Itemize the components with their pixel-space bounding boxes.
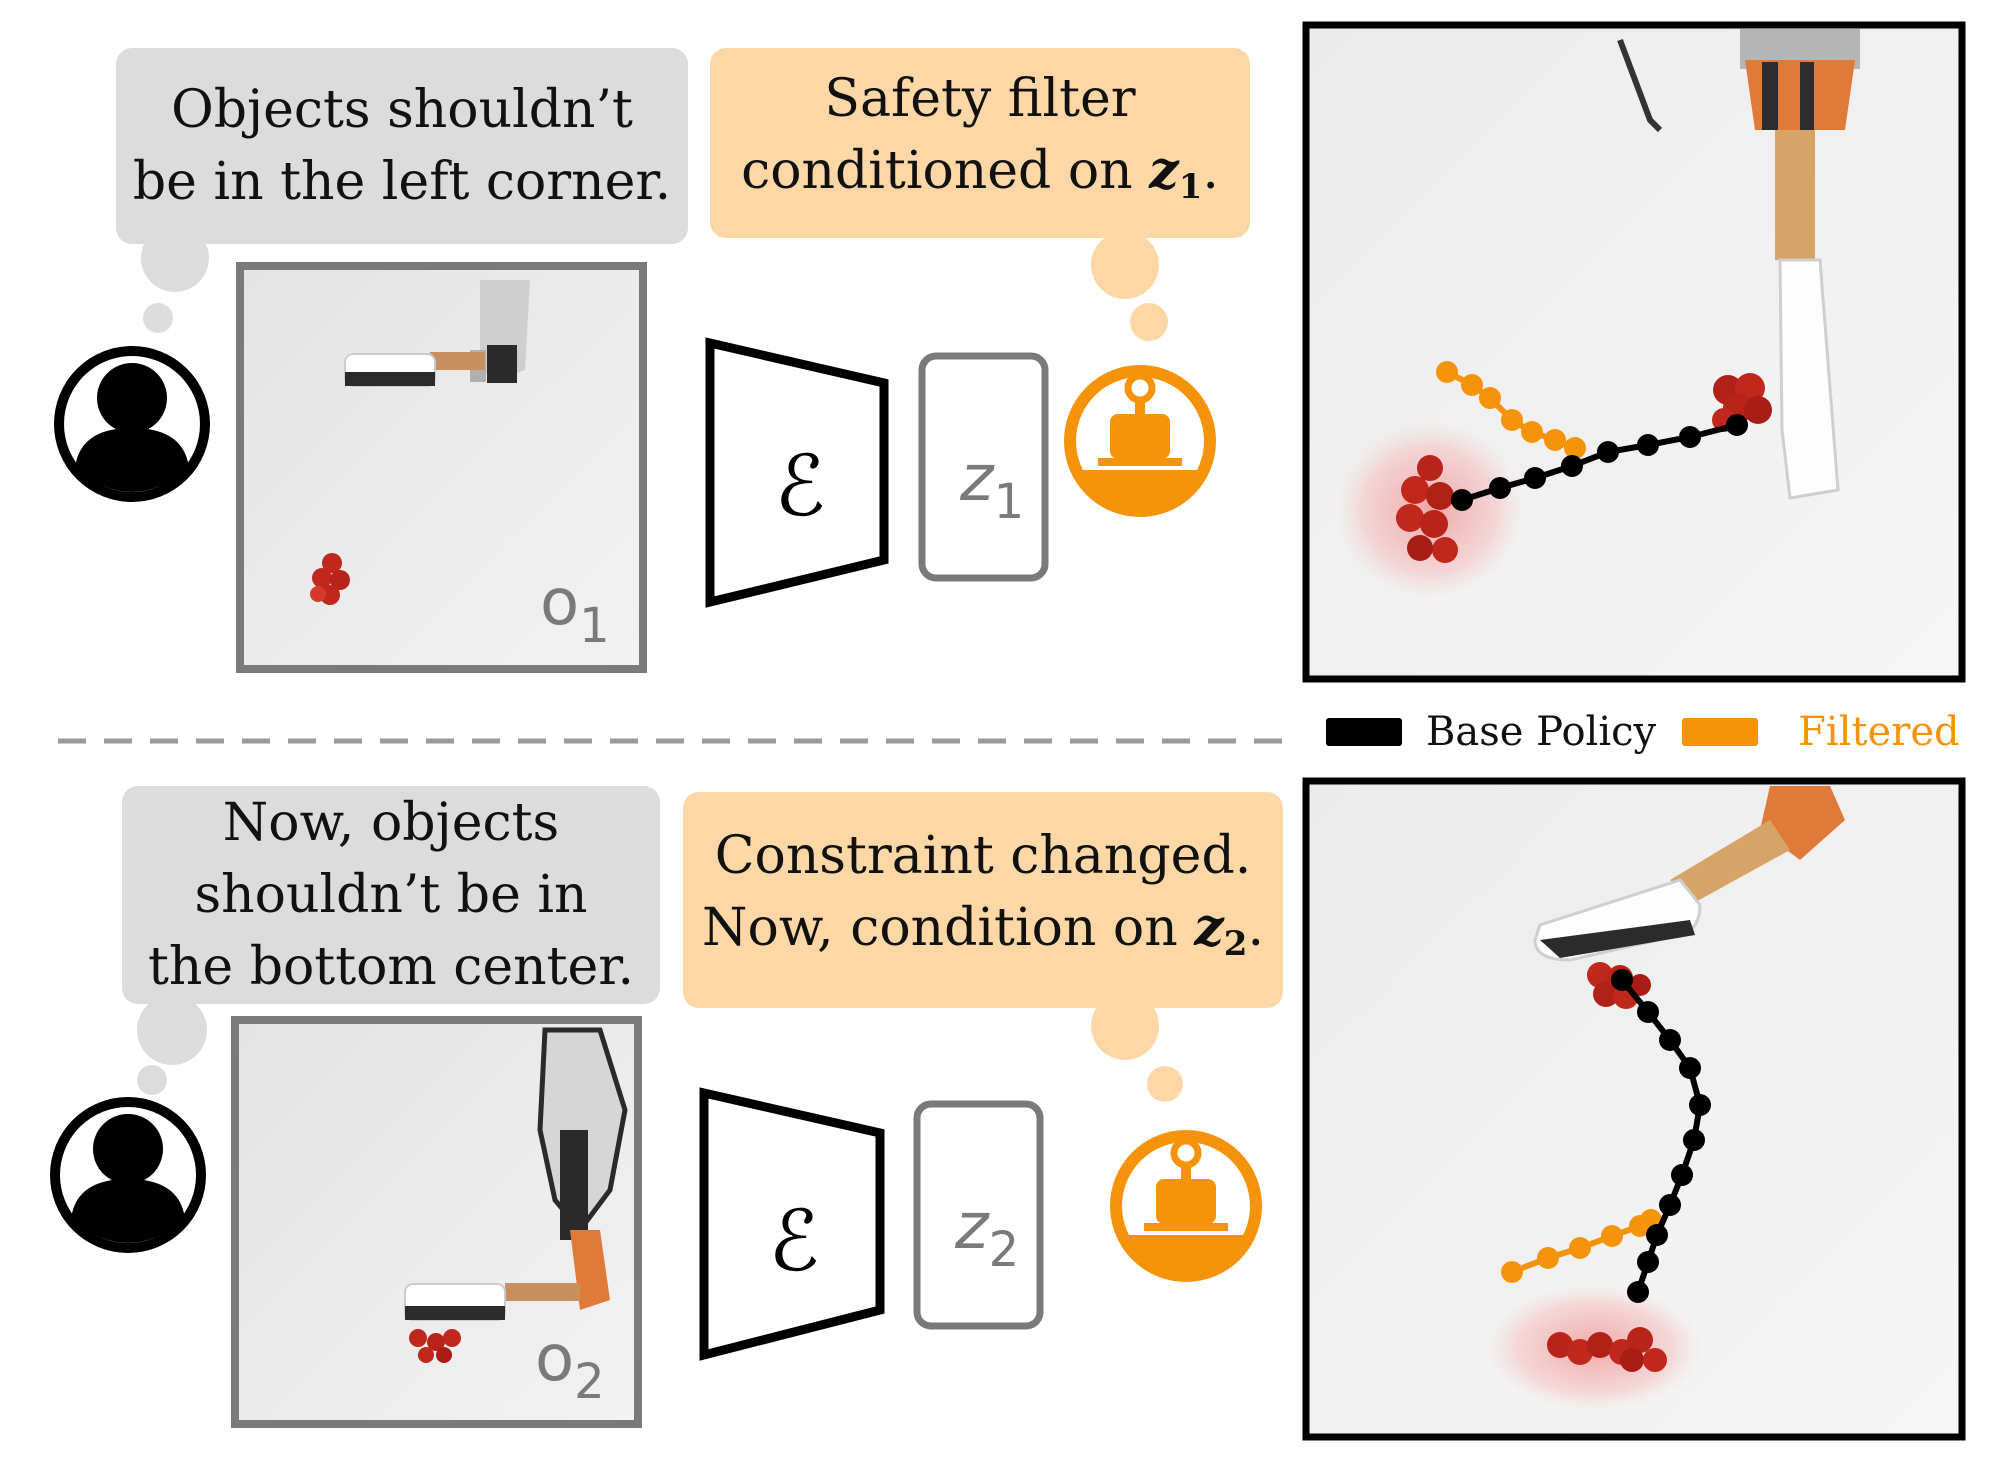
base-policy-trajectory-waypoint: [1637, 434, 1659, 456]
trajectories-1: [1436, 361, 1748, 511]
encoder-trapezoid-icon: [705, 337, 889, 608]
person-icon: [54, 346, 210, 502]
base-policy-trajectory-waypoint: [1679, 1057, 1701, 1079]
base-policy-trajectory-waypoint: [1726, 414, 1748, 436]
filtered-trajectory-waypoint: [1461, 374, 1483, 396]
observation-label-1: o1: [540, 566, 610, 654]
filtered-trajectory-waypoint: [1479, 387, 1501, 409]
user-bubble-line: be in the left corner.: [132, 152, 672, 212]
robot-bubble-line: Now, condition on z2.: [702, 897, 1264, 964]
base-policy-trajectory-waypoint: [1671, 1164, 1693, 1186]
robot-bubble-line: conditioned on z1.: [741, 140, 1219, 207]
filtered-trajectory-waypoint: [1601, 1225, 1623, 1247]
robot-icon: [1110, 1130, 1262, 1282]
robot-bubble-2: Constraint changed. Now, condition on z2…: [683, 792, 1283, 1008]
observation-label-2: o2: [535, 1322, 605, 1410]
filtered-trajectory-waypoint: [1569, 1237, 1591, 1259]
user-bubble-line: Now, objects: [222, 793, 560, 853]
user-bubble-line: the bottom center.: [148, 937, 634, 997]
base-policy-trajectory-waypoint: [1597, 441, 1619, 463]
latent-subscript: 1: [1178, 167, 1203, 207]
top-panel: [54, 21, 1966, 683]
base-policy-trajectory-waypoint: [1627, 1281, 1649, 1303]
latent-label-2: z2: [954, 1190, 1019, 1278]
result-image-2: [1302, 777, 1966, 1441]
base-policy-trajectory-waypoint: [1659, 1029, 1681, 1051]
user-bubble-2: Now, objects shouldn’t be in the bottom …: [122, 786, 660, 1004]
base-policy-trajectory-waypoint: [1451, 489, 1473, 511]
robot-bubble-line: Constraint changed.: [714, 826, 1252, 886]
user-thought-dot-small: [143, 303, 173, 333]
encoder-symbol: ℰ: [775, 437, 826, 535]
latent-variable: z: [1194, 897, 1224, 958]
robot-bubble-line: Safety filter: [824, 69, 1136, 129]
filtered-trajectory-waypoint: [1564, 437, 1586, 459]
legend-label-base-policy: Base Policy: [1426, 709, 1657, 755]
legend-swatch-filtered: [1682, 718, 1759, 746]
base-policy-trajectory-waypoint: [1659, 1194, 1681, 1216]
legend-swatch-base-policy: [1326, 718, 1402, 746]
encoder-symbol: ℰ: [769, 1192, 820, 1290]
result-image-1: [1302, 21, 1966, 683]
filtered-trajectory-waypoint: [1521, 421, 1543, 443]
user-thought-dot-large: [137, 995, 207, 1065]
encoder-trapezoid-icon: [699, 1087, 885, 1361]
user-bubble-1: Objects shouldn’t be in the left corner.: [116, 48, 688, 244]
filtered-trajectory-waypoint: [1544, 429, 1566, 451]
user-bubble-line: shouldn’t be in: [194, 865, 588, 925]
latent-box-2: [913, 1100, 1044, 1330]
latent-label-1: z1: [959, 442, 1024, 530]
user-thought-dot-small: [137, 1065, 167, 1095]
filtered-trajectory-waypoint: [1501, 409, 1523, 431]
filtered-trajectory-waypoint: [1501, 1261, 1523, 1283]
person-icon: [50, 1097, 206, 1253]
latent-subscript: 2: [1223, 924, 1248, 964]
base-policy-trajectory-waypoint: [1611, 969, 1633, 991]
trajectories-2: [1501, 969, 1711, 1303]
base-policy-trajectory-waypoint: [1679, 426, 1701, 448]
filtered-trajectory-waypoint: [1436, 361, 1458, 383]
robot-thought-dot-large: [1091, 992, 1159, 1060]
robot-thought-dot-large: [1091, 231, 1159, 299]
robot-thought-dot-small: [1147, 1066, 1183, 1102]
filtered-trajectory-waypoint: [1629, 1215, 1651, 1237]
robot-icon: [1064, 365, 1216, 517]
legend-label-filtered: Filtered: [1798, 709, 1960, 755]
constraint-region-1: [1335, 420, 1525, 600]
base-policy-trajectory-waypoint: [1524, 467, 1546, 489]
latent-box-1: [918, 352, 1049, 582]
robot-thought-dot-small: [1130, 303, 1168, 341]
base-policy-trajectory-waypoint: [1646, 1224, 1668, 1246]
base-policy-trajectory-waypoint: [1637, 1001, 1659, 1023]
base-policy-trajectory-waypoint: [1689, 1094, 1711, 1116]
bottom-panel: [50, 777, 1966, 1441]
user-bubble-line: Objects shouldn’t: [171, 80, 633, 140]
filtered-trajectory-waypoint: [1537, 1247, 1559, 1269]
base-policy-trajectory-waypoint: [1683, 1129, 1705, 1151]
latent-variable: z: [1149, 140, 1179, 201]
robot-bubble-1: Safety filter conditioned on z1.: [710, 48, 1250, 238]
base-policy-trajectory-waypoint: [1561, 455, 1583, 477]
observation-image-2: [231, 1016, 642, 1428]
legend: Base Policy Filtered: [1326, 704, 1960, 760]
base-policy-trajectory-waypoint: [1637, 1251, 1659, 1273]
observation-image-1: [236, 262, 647, 673]
base-policy-trajectory-waypoint: [1489, 477, 1511, 499]
